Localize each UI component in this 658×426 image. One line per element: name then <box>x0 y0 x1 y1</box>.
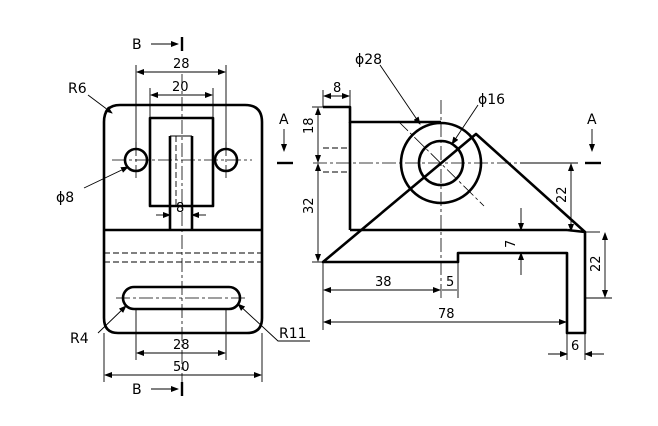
dim-78: 78 <box>438 307 455 322</box>
side-centerline-diag <box>397 120 485 207</box>
section-b-bottom-label: B <box>132 382 142 398</box>
dim-20: 20 <box>172 80 189 95</box>
dim-38: 38 <box>375 275 392 290</box>
dim-50: 50 <box>173 360 190 375</box>
front-view: 28 20 R6 ϕ8 8 R4 28 50 R11 <box>56 37 310 398</box>
front-outline <box>102 103 264 335</box>
side-outline <box>321 105 587 335</box>
dim-28-bottom: 28 <box>173 338 190 353</box>
dim-6: 6 <box>571 339 579 354</box>
dim-8-side: 8 <box>333 81 341 96</box>
dim-28-top: 28 <box>173 57 190 72</box>
dim-r6: R6 <box>68 81 87 97</box>
dim-22-lower: 22 <box>589 255 604 272</box>
dim-phi28: ϕ28 <box>355 52 382 68</box>
dim-7: 7 <box>504 240 519 248</box>
section-a-right-label: A <box>587 112 597 128</box>
dim-32: 32 <box>302 197 317 214</box>
leader-r4 <box>97 305 127 334</box>
dim-phi16: ϕ16 <box>478 92 505 108</box>
section-a-left-label: A <box>279 112 289 128</box>
section-b-top-label: B <box>132 37 142 53</box>
side-view: 8 ϕ28 ϕ16 18 32 22 7 22 38 <box>277 52 612 360</box>
dim-phi8: ϕ8 <box>56 190 74 206</box>
front-slot <box>121 285 242 311</box>
dim-r4: R4 <box>70 331 89 347</box>
dim-18: 18 <box>302 117 317 134</box>
leader-phi16 <box>451 104 479 145</box>
dim-8-front: 8 <box>176 201 184 216</box>
leader-phi8 <box>83 166 129 189</box>
leader-r6 <box>87 94 113 114</box>
front-lug <box>148 116 215 208</box>
dim-22-upper: 22 <box>555 186 570 203</box>
dim-r11: R11 <box>279 326 307 342</box>
leader-r11 <box>237 303 310 342</box>
leader-phi28 <box>379 64 421 125</box>
dim-5: 5 <box>446 275 454 290</box>
